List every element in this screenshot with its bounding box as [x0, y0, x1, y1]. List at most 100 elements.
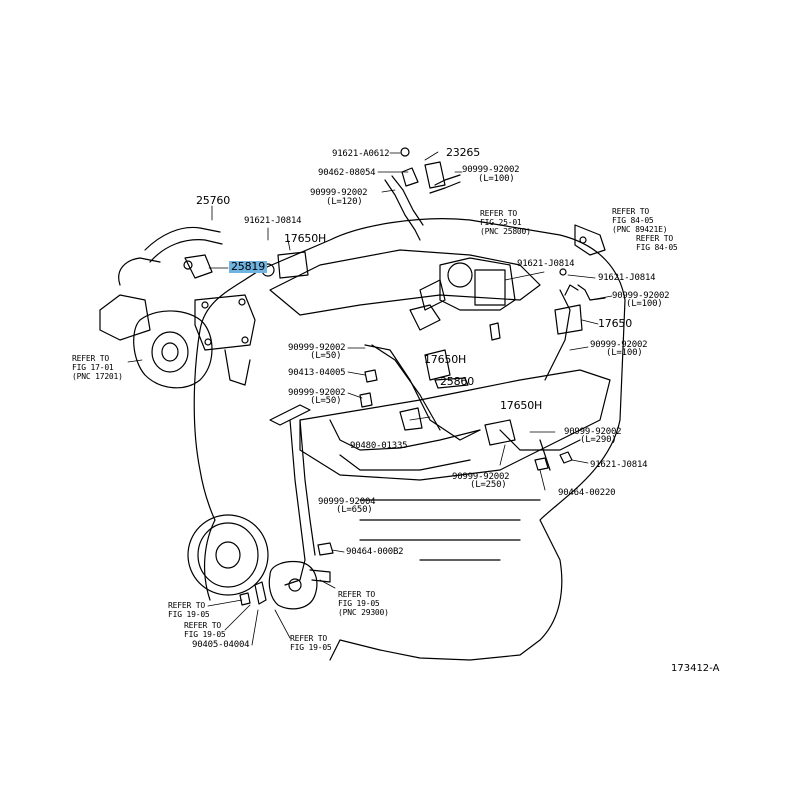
- part-label-90999-92002-top-right[interactable]: 90999-92002: [462, 165, 520, 175]
- hose-line-2: [499, 429, 581, 451]
- cam-cover: [269, 249, 541, 316]
- part-label-90405-04004[interactable]: 90405-04004: [192, 640, 250, 650]
- refer-line: FIG 17-01: [72, 363, 114, 372]
- refer-line: REFER TO: [168, 601, 205, 610]
- water-pump: [268, 560, 318, 610]
- part-label-90999-92004[interactable]: 90999-92004: [318, 497, 376, 507]
- part-label-91621-a0612[interactable]: 91621-A0612: [332, 149, 390, 159]
- part-label-90999-92002-mid2[interactable]: 90999-92002: [288, 388, 346, 398]
- engine-head-left: [193, 329, 216, 521]
- part-length-r2: (L=100): [606, 348, 643, 358]
- part-length-92004: (L=650): [336, 505, 373, 515]
- vsv-17650: [554, 304, 583, 335]
- refer-fig-25-01[interactable]: REFER TO FIG 25-01 (PNC 25800): [480, 209, 531, 236]
- hose-25760: [144, 226, 223, 263]
- refer-fig-19-05-d[interactable]: REFER TO FIG 19-05: [290, 634, 332, 652]
- engine-lower-left: [203, 519, 216, 601]
- vsv-17650h-b: [424, 349, 451, 381]
- hose-line-1: [364, 344, 481, 441]
- part-label-91621-j0814-c[interactable]: 91621-J0814: [598, 273, 656, 283]
- refer-fig-84-05-b[interactable]: REFER TO FIG 84-05: [636, 234, 678, 252]
- refer-fig-84-05-a[interactable]: REFER TO FIG 84-05 (PNC 89421E): [612, 207, 668, 234]
- intake-runners: [329, 419, 481, 471]
- block-ribs: [359, 499, 541, 561]
- refer-line: REFER TO: [480, 209, 517, 218]
- cylinder-head: [299, 369, 611, 481]
- part-label-90999-92002-r3[interactable]: 90999-92002: [564, 427, 622, 437]
- refer-line: FIG 19-05: [290, 643, 332, 652]
- part-label-17650[interactable]: 17650: [598, 317, 632, 330]
- part-label-91621-j0814-d[interactable]: 91621-J0814: [590, 460, 648, 470]
- bracket-84-05: [574, 224, 606, 256]
- part-label-90413-04005[interactable]: 90413-04005: [288, 368, 346, 378]
- part-label-23265[interactable]: 23265: [446, 146, 480, 159]
- refer-fig-17-01[interactable]: REFER TO FIG 17-01 (PNC 17201): [72, 354, 123, 381]
- figure-code: 173412-A: [671, 663, 720, 674]
- part-length-bottom: (L=250): [470, 480, 507, 490]
- refer-line: (PNC 89421E): [612, 225, 668, 234]
- vsv-17650h-a: [277, 251, 309, 279]
- part-label-25819-highlighted[interactable]: 25819: [229, 260, 267, 273]
- refer-line: REFER TO: [184, 621, 221, 630]
- part-length-mid2: (L=50): [310, 396, 342, 406]
- vacuum-pipe: [269, 404, 311, 586]
- part-label-91621-j0814-a[interactable]: 91621-J0814: [244, 216, 302, 226]
- part-label-90999-92002-r1[interactable]: 90999-92002: [612, 291, 670, 301]
- hose-top: [384, 175, 424, 241]
- part-length-r1: (L=100): [626, 299, 663, 309]
- turbo-inlet: [99, 294, 151, 341]
- refer-fig-19-05-a[interactable]: REFER TO FIG 19-05: [168, 601, 210, 619]
- refer-line: FIG 19-05: [168, 610, 210, 619]
- refer-line: REFER TO: [72, 354, 109, 363]
- part-label-17650h-a[interactable]: 17650H: [284, 232, 327, 245]
- exhaust-flange: [194, 294, 256, 351]
- part-length-top-right: (L=100): [478, 174, 515, 184]
- clamp-90480: [399, 407, 423, 431]
- engine-block-outline: [199, 218, 626, 661]
- part-length-mid1: (L=50): [310, 351, 342, 361]
- part-label-90999-92002-bottom[interactable]: 90999-92002: [452, 472, 510, 482]
- refer-line: FIG 84-05: [636, 243, 678, 252]
- part-label-91621-j0814-b[interactable]: 91621-J0814: [517, 259, 575, 269]
- part-length-top-left: (L=120): [326, 197, 363, 207]
- part-23265: [424, 161, 446, 189]
- part-label-25860[interactable]: 25860: [440, 375, 474, 388]
- refer-line: REFER TO: [636, 234, 673, 243]
- clip-90464-b2: [317, 542, 334, 556]
- refer-line: FIG 25-01: [480, 218, 522, 227]
- sensor-25819: [184, 254, 213, 279]
- fitting-90405: [254, 581, 267, 605]
- refer-line: (PNC 17201): [72, 372, 123, 381]
- part-label-90480-01335[interactable]: 90480-01335: [350, 441, 408, 451]
- part-label-90999-92002-mid1[interactable]: 90999-92002: [288, 343, 346, 353]
- part-label-90464-00220[interactable]: 90464-00220: [558, 488, 616, 498]
- part-25860: [434, 377, 469, 389]
- refer-line: (PNC 29300): [338, 608, 389, 617]
- part-label-17650h-c[interactable]: 17650H: [500, 399, 543, 412]
- refer-line: FIG 19-05: [338, 599, 380, 608]
- part-label-25760[interactable]: 25760: [196, 194, 230, 207]
- vsv-17650h-c: [484, 419, 516, 446]
- part-label-17650h-b[interactable]: 17650H: [424, 353, 467, 366]
- refer-line: FIG 84-05: [612, 216, 654, 225]
- egr-valve: [439, 257, 516, 311]
- refer-line: REFER TO: [290, 634, 327, 643]
- refer-line: REFER TO: [338, 590, 375, 599]
- refer-fig-19-05-b[interactable]: REFER TO FIG 19-05: [184, 621, 226, 639]
- crank-pulley: [187, 514, 269, 596]
- refer-line: REFER TO: [612, 207, 649, 216]
- hose-line-4: [544, 289, 571, 381]
- part-label-90999-92002-top-left[interactable]: 90999-92002: [310, 188, 368, 198]
- hose-line-3: [539, 439, 551, 471]
- part-length-r3: (L=290): [580, 435, 617, 445]
- refer-line: (PNC 25800): [480, 227, 531, 236]
- part-label-90464-000b2[interactable]: 90464-000B2: [346, 547, 404, 557]
- refer-fig-19-05-c[interactable]: REFER TO FIG 19-05 (PNC 29300): [338, 590, 389, 617]
- leader-lines: [127, 151, 613, 646]
- part-label-90999-92002-r2[interactable]: 90999-92002: [590, 340, 648, 350]
- part-label-90462-08054[interactable]: 90462-08054: [318, 168, 376, 178]
- refer-line: FIG 19-05: [184, 630, 226, 639]
- turbo-housing: [133, 310, 213, 389]
